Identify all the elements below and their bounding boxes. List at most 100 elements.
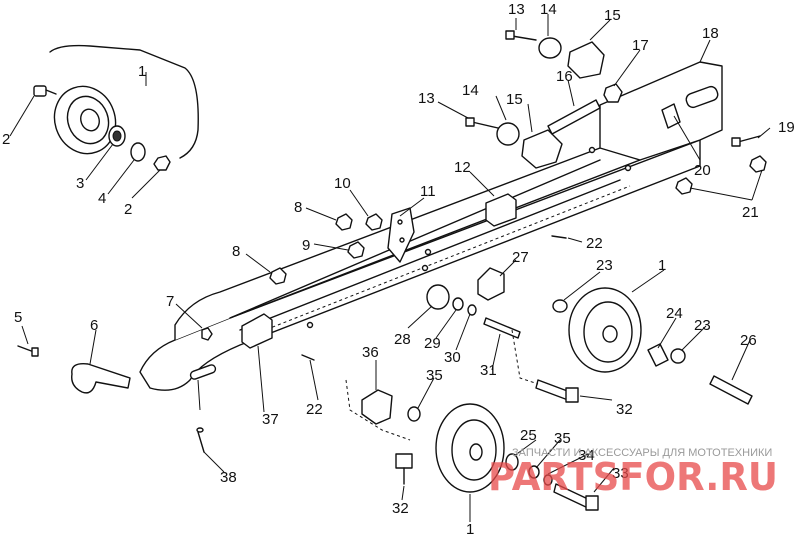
bushing-part-14-top xyxy=(538,37,562,59)
callout-32-mid: 32 xyxy=(616,401,633,418)
callout-22-left: 22 xyxy=(306,401,323,418)
nut-part-9 xyxy=(347,241,365,259)
washer-part-23-a xyxy=(552,299,568,313)
callout-14-lower: 14 xyxy=(462,82,479,99)
callout-18: 18 xyxy=(702,25,719,42)
rear-plate-slot xyxy=(685,85,719,109)
callout-19: 19 xyxy=(778,119,795,136)
cap-part-15-top xyxy=(567,41,605,79)
rear-upper-parts xyxy=(465,30,767,195)
callout-9: 9 xyxy=(302,237,310,254)
front-small-parts xyxy=(17,213,383,453)
callout-17: 17 xyxy=(632,37,649,54)
spacer-part-24 xyxy=(647,343,669,367)
washer-part-23-b xyxy=(670,348,686,364)
callout-13-lower: 13 xyxy=(418,90,435,107)
callout-1-top: 1 xyxy=(138,63,146,80)
watermark: ЗАПЧАСТИ И АКСЕССУАРЫ ДЛЯ МОТОТЕХНИКИ PA… xyxy=(488,447,778,499)
nut-part-7 xyxy=(201,327,213,341)
callout-2-left: 2 xyxy=(2,131,10,148)
rail-rear-plate xyxy=(599,61,723,161)
rail-front-slot xyxy=(189,364,217,380)
wear-block-part-12 xyxy=(485,193,517,227)
callout-1-bottom: 1 xyxy=(466,521,474,537)
bolt-part-26 xyxy=(709,375,753,405)
callout-24: 24 xyxy=(666,305,683,322)
callout-15-top: 15 xyxy=(604,7,621,24)
nut-part-21-a xyxy=(749,155,767,173)
watermark-caption: ЗАПЧАСТИ И АКСЕССУАРЫ ДЛЯ МОТОТЕХНИКИ xyxy=(512,447,772,459)
nut-part-17 xyxy=(603,83,623,103)
callout-35-mid: 35 xyxy=(426,367,443,384)
callout-37: 37 xyxy=(262,411,279,428)
callout-34: 34 xyxy=(578,447,595,464)
callout-31: 31 xyxy=(480,362,497,379)
callout-10: 10 xyxy=(334,175,351,192)
callout-2-right: 2 xyxy=(124,201,132,218)
callout-28: 28 xyxy=(394,331,411,348)
watermark-logo: PARTSFOR.RU xyxy=(488,455,778,499)
callout-1-right: 1 xyxy=(658,257,666,274)
wheel-assembly-top-left xyxy=(33,44,199,171)
callout-16: 16 xyxy=(556,68,573,85)
nut-part-21-b xyxy=(675,177,693,195)
bolt-part-32-mid xyxy=(535,379,571,401)
callout-3: 3 xyxy=(76,175,84,192)
callout-8-upper: 8 xyxy=(294,199,302,216)
group-bracket xyxy=(49,44,199,159)
callout-27: 27 xyxy=(512,249,529,266)
rail-front-tip xyxy=(139,139,701,391)
bolt-part-31 xyxy=(483,317,521,339)
bolt-part-2-left xyxy=(33,85,57,97)
idler-wheel-bottom xyxy=(435,403,505,493)
callout-8-lower: 8 xyxy=(232,243,240,260)
wheel-assembly-bottom xyxy=(345,379,599,511)
bracket-part-36 xyxy=(361,389,393,425)
callout-22-right: 22 xyxy=(586,235,603,252)
nut-part-8-a xyxy=(335,213,353,231)
callout-13-top: 13 xyxy=(508,1,525,18)
wear-block-part-37 xyxy=(241,313,273,349)
callout-leaders xyxy=(9,14,771,522)
callout-30: 30 xyxy=(444,349,461,366)
callout-12: 12 xyxy=(454,159,471,176)
bearing-part-3 xyxy=(108,125,126,147)
callout-14-top: 14 xyxy=(540,1,557,18)
bracket-part-27 xyxy=(477,267,505,301)
idler-wheel-top xyxy=(53,85,117,155)
callout-20: 20 xyxy=(694,162,711,179)
cap-part-15-lower xyxy=(521,129,563,169)
bushing-part-14-lower xyxy=(496,122,520,146)
mount-bracket-part-11 xyxy=(387,207,415,263)
nut-part-8-b xyxy=(269,267,287,285)
snap-ring-part-4 xyxy=(130,142,146,162)
callout-11: 11 xyxy=(420,183,436,200)
callout-4: 4 xyxy=(98,190,106,207)
spacer-part-28 xyxy=(426,284,450,310)
nut-part-10 xyxy=(365,213,383,231)
callout-36: 36 xyxy=(362,344,379,361)
callout-29: 29 xyxy=(424,335,441,352)
callout-26: 26 xyxy=(740,332,757,349)
callout-7: 7 xyxy=(166,293,174,310)
callout-5: 5 xyxy=(14,309,22,326)
slide-rail xyxy=(139,61,723,391)
hook-part-6 xyxy=(71,363,131,394)
idler-wheel-right xyxy=(568,287,642,373)
callout-23-lower: 23 xyxy=(694,317,711,334)
bolt-part-16 xyxy=(547,99,601,135)
clip-part-20 xyxy=(661,103,681,129)
callout-25: 25 xyxy=(520,427,537,444)
nut-part-2-right xyxy=(153,155,171,171)
callout-33: 33 xyxy=(612,465,629,482)
callout-38: 38 xyxy=(220,469,237,486)
middle-parts xyxy=(301,235,753,405)
callout-32-bottom: 32 xyxy=(392,500,409,517)
callout-23-upper: 23 xyxy=(596,257,613,274)
callout-21: 21 xyxy=(742,204,759,221)
callout-15-lower: 15 xyxy=(506,91,523,108)
callout-6: 6 xyxy=(90,317,98,334)
callout-35-bottom: 35 xyxy=(554,430,571,447)
